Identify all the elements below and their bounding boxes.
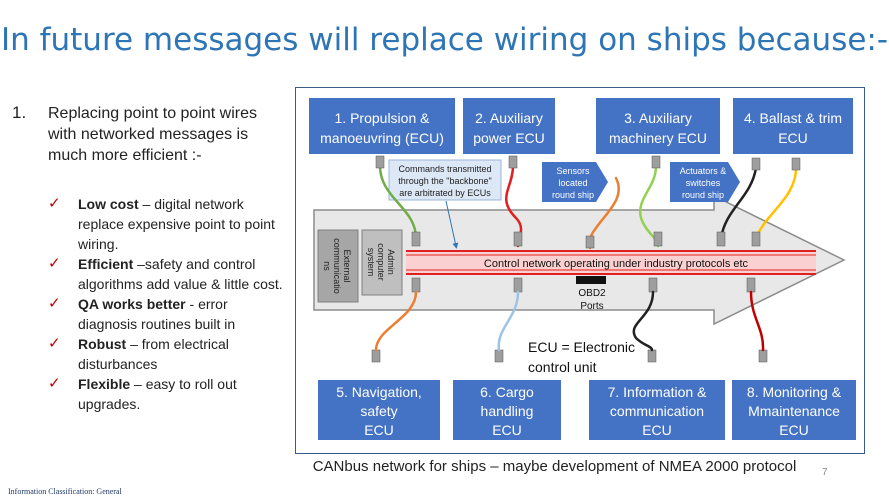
ecu-box-information bbox=[589, 380, 725, 440]
point-number: 1. bbox=[12, 103, 27, 122]
bullet-item: ✓ QA works better - error diagnosis routi… bbox=[48, 294, 288, 334]
obd2-line2: Ports bbox=[580, 301, 603, 312]
ecu-label: 8. Monitoring & bbox=[747, 384, 842, 400]
actuators-line1: Actuators & bbox=[680, 166, 727, 176]
bottom-cables bbox=[374, 290, 765, 352]
ecu-label: Mmaintenance bbox=[748, 403, 840, 419]
ecu-box-cargo bbox=[453, 380, 561, 440]
ecu-label: machinery ECU bbox=[609, 130, 707, 146]
bullet-text: - error diagnosis routines built in bbox=[78, 296, 236, 332]
obd2-port bbox=[576, 276, 606, 284]
actuators-line2: switches bbox=[686, 178, 721, 188]
sensors-line3: round ship bbox=[552, 190, 594, 200]
bullet-heading: Robust bbox=[78, 336, 127, 352]
bullet-heading: Flexible bbox=[78, 376, 131, 392]
ecu-label: 6. Cargo bbox=[480, 384, 534, 400]
ecu-label: 5. Navigation, bbox=[336, 384, 422, 400]
ecu-label: 7. Information & bbox=[608, 384, 707, 400]
sensors-tag bbox=[542, 162, 608, 202]
commands-note-line3: are arbitrated by ECUs bbox=[399, 188, 491, 198]
commands-note-line1: Commands transmitted bbox=[398, 164, 491, 174]
sensors-line1: Sensors bbox=[556, 166, 590, 176]
classification-footer: Information Classification: General bbox=[8, 487, 122, 496]
ecu-label: safety bbox=[360, 403, 397, 419]
backbone-label: Control network operating under industry… bbox=[484, 258, 749, 270]
ecu-definition-line2: control unit bbox=[528, 359, 597, 375]
ecu-label: ECU bbox=[492, 422, 522, 438]
ecu-box-monitoring bbox=[732, 380, 856, 440]
bullet-text: – easy to roll out upgrades. bbox=[78, 376, 237, 412]
check-icon: ✓ bbox=[48, 255, 61, 272]
ecu-label: ECU bbox=[779, 422, 809, 438]
check-icon: ✓ bbox=[48, 195, 61, 212]
bullet-item: ✓ Flexible – easy to roll out upgrades. bbox=[48, 374, 288, 414]
admin-line3: system bbox=[366, 248, 376, 277]
external-comm-line1: External bbox=[342, 249, 352, 282]
check-icon: ✓ bbox=[48, 295, 61, 312]
point-text: Replacing point to point wires with netw… bbox=[48, 105, 258, 164]
admin-system-box bbox=[361, 229, 403, 296]
ecu-label: ECU bbox=[364, 422, 394, 438]
canbus-diagram: Control network operating under industry… bbox=[295, 87, 865, 454]
ecu-label: handling bbox=[481, 403, 534, 419]
ecu-box-aux-power bbox=[463, 98, 555, 154]
ecu-box-ballast bbox=[733, 98, 853, 154]
ecu-label: 1. Propulsion & bbox=[335, 110, 431, 126]
actuators-tag bbox=[670, 162, 740, 202]
sensors-line2: located bbox=[558, 178, 587, 188]
commands-note-line2: through the "backbone" bbox=[398, 176, 491, 186]
bullet-text: – digital network replace expensive poin… bbox=[78, 196, 275, 252]
commands-note-box bbox=[388, 159, 502, 201]
backbone-bus bbox=[406, 251, 816, 274]
obd2-line1: OBD2 bbox=[578, 288, 606, 299]
network-diagram-svg: Control network operating under industry… bbox=[309, 98, 856, 440]
bullet-item: ✓ Robust – from electrical disturbances bbox=[48, 334, 288, 374]
ecu-label: power ECU bbox=[473, 130, 545, 146]
slide-title: In future messages will replace wiring o… bbox=[0, 22, 889, 58]
bullet-text: – from electrical disturbances bbox=[78, 336, 229, 372]
check-icon: ✓ bbox=[48, 375, 61, 392]
bullet-item: ✓ Low cost – digital network replace expe… bbox=[48, 194, 288, 254]
ecu-label: manoeuvring (ECU) bbox=[320, 130, 444, 146]
bullet-item: ✓ Efficient –safety and control algorithm… bbox=[48, 254, 288, 294]
bullet-heading: QA works better bbox=[78, 296, 186, 312]
bullet-heading: Low cost bbox=[78, 196, 139, 212]
ecu-label: 3. Auxiliary bbox=[624, 110, 692, 126]
ecu-box-navigation bbox=[318, 380, 440, 440]
ecu-label: ECU bbox=[642, 422, 672, 438]
admin-line1: Admin bbox=[386, 249, 396, 275]
bullet-list: ✓ Low cost – digital network replace expe… bbox=[48, 194, 288, 414]
actuators-line3: round ship bbox=[682, 190, 724, 200]
check-icon: ✓ bbox=[48, 335, 61, 352]
ecu-label: 2. Auxiliary bbox=[475, 110, 543, 126]
ecu-label: ECU bbox=[778, 130, 808, 146]
external-comm-line3: ns bbox=[322, 261, 332, 271]
ecu-label: communication bbox=[610, 403, 704, 419]
connector-plugs bbox=[371, 155, 801, 363]
commands-arrow bbox=[445, 200, 459, 249]
diagram-caption: CANbus network for ships – maybe develop… bbox=[312, 458, 797, 475]
ecu-box-propulsion bbox=[309, 98, 455, 154]
ecu-definition-line1: ECU = Electronic bbox=[528, 339, 635, 355]
bullet-text: –safety and control algorithms add value… bbox=[78, 256, 283, 292]
page-number: 7 bbox=[822, 467, 828, 478]
bullet-heading: Efficient bbox=[78, 256, 134, 272]
admin-line2: computer bbox=[376, 243, 386, 281]
external-comm-line2: communicatio bbox=[332, 238, 342, 294]
ecu-box-aux-machinery bbox=[596, 98, 720, 154]
ecu-label: 4. Ballast & trim bbox=[744, 110, 842, 126]
external-comm-box bbox=[317, 229, 359, 303]
